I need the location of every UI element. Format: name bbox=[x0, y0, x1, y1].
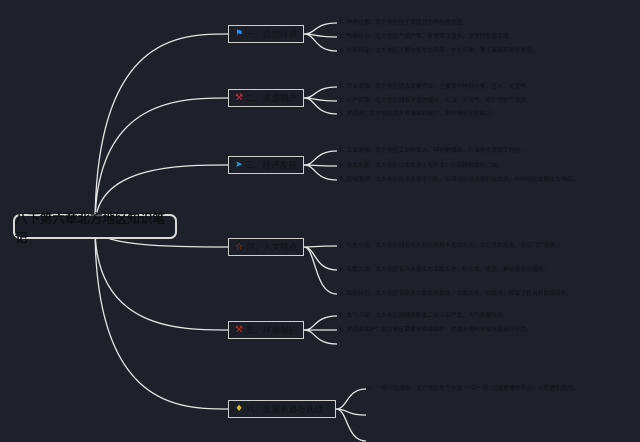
flag-icon: ⚑ bbox=[235, 29, 244, 39]
leaf-topic[interactable]: 3. 水资源：北方地区的水资源相对较少，部分地区比较缺乏。 bbox=[339, 111, 498, 117]
branch-connector bbox=[94, 33, 229, 228]
central-topic[interactable]: 八下第六章北方地区知识笔记 bbox=[13, 211, 177, 245]
diamond-icon: ♦ bbox=[235, 404, 244, 414]
leaf-connector bbox=[303, 150, 338, 166]
branch-connector bbox=[94, 226, 229, 410]
leaf-connector bbox=[335, 408, 367, 442]
leaf-topic[interactable]: 3. 区域差异：北方地区经济发展不均衡，沿海地区经济相对较发达，内陆地区发展较为… bbox=[339, 177, 579, 183]
leaf-connector bbox=[303, 246, 338, 295]
leaf-topic[interactable]: 3. 民族特色：北方地区有很多少数民族聚居，如蒙古族、回族等，保留了各自的民族特… bbox=[339, 291, 573, 297]
branch-label: 五、环境保护 bbox=[246, 326, 298, 336]
leaf-connector bbox=[303, 329, 338, 345]
branch-topic[interactable]: ⚒二、资源物产 bbox=[228, 89, 304, 107]
branch-topic[interactable]: ☆四、人文特点 bbox=[228, 238, 304, 256]
leaf-topic[interactable]: 2. 名胜古迹：北方地区有许多著名的名胜古迹，如长城、故宫、秦始皇兵马俑等。 bbox=[339, 267, 550, 273]
branch-topic[interactable]: ⚑一、自然环境 bbox=[228, 25, 304, 43]
leaf-connector bbox=[303, 86, 338, 99]
leaf-topic[interactable]: 1. 工业发展：北方地区工业较发达，特别是煤炭、石油等资源加工利用。 bbox=[339, 148, 527, 154]
branch-label: 四、人文特点 bbox=[246, 243, 298, 253]
leaf-topic[interactable]: 1. 历史文化：北方地区拥有悠久的历史和丰富的文化，如北京的故宫、天安门广场等。 bbox=[339, 243, 561, 249]
leaf-topic[interactable]: 2. 气候特点：北方地区气候严寒，冬季寒冷漫长，夏季短暂温凉湿。 bbox=[339, 34, 515, 40]
branch-topic[interactable]: ➤三、经济发展 bbox=[228, 156, 304, 174]
branch-connector bbox=[94, 97, 229, 228]
leaf-connector bbox=[303, 245, 338, 248]
leaf-connector bbox=[303, 164, 338, 181]
leaf-topic[interactable]: 2. 水资源保护：北方地区需要水资源保护，提倡合理利用和水资源的节约。 bbox=[339, 327, 532, 333]
branch-connector bbox=[94, 226, 229, 331]
branch-topic[interactable]: ♦六、发展机遇与挑战 bbox=[228, 400, 336, 418]
leaf-topic[interactable]: 2. 农业发展：北方地区以农业为主导产业，农田耕种面积广阔。 bbox=[339, 163, 503, 169]
leaf-connector bbox=[303, 97, 338, 115]
hammer-icon: ⚒ bbox=[235, 93, 244, 103]
leaf-topic[interactable]: 1. 地理位置：北方地区位于我国北方的地理范围。 bbox=[339, 20, 469, 26]
leaf-topic[interactable]: 1. 一带一路战略：北方地区作为中国“一带一路”战略重要的节点，有机遇和挑战。 bbox=[368, 386, 579, 392]
leaf-topic[interactable]: 3. 地形特征：北方地区主要包括东北平原、华北平原，黄土高原等地形类型。 bbox=[339, 48, 538, 54]
leaf-connector bbox=[303, 315, 338, 331]
leaf-topic[interactable]: 1. 大气污染：北方地区因煤炭和重工业污染严重，大气质量较差。 bbox=[339, 313, 509, 319]
paper-plane-icon: ➤ bbox=[235, 160, 243, 170]
leaf-connector bbox=[335, 388, 367, 410]
branch-label: 六、发展机遇与挑战 bbox=[246, 405, 323, 415]
branch-label: 三、经济发展 bbox=[245, 161, 297, 171]
leaf-connector bbox=[335, 408, 367, 416]
tool-icon: ⚒ bbox=[235, 325, 244, 335]
branch-label: 二、资源物产 bbox=[246, 94, 298, 104]
leaf-topic[interactable]: 1. 农业资源：北方地区适合发展农业，主要农作物有小麦、玉米、大豆等。 bbox=[339, 84, 532, 90]
leaf-connector bbox=[303, 33, 338, 52]
leaf-topic[interactable]: 2. 矿产资源：北方地区拥有丰富的煤炭、石油、天然气、铁矿等矿产资源。 bbox=[339, 98, 532, 104]
branch-topic[interactable]: ⚒五、环境保护 bbox=[228, 321, 304, 339]
leaf-connector bbox=[303, 22, 338, 35]
branch-label: 一、自然环境 bbox=[246, 30, 298, 40]
star-icon: ☆ bbox=[235, 242, 244, 252]
branch-connector bbox=[94, 164, 229, 228]
